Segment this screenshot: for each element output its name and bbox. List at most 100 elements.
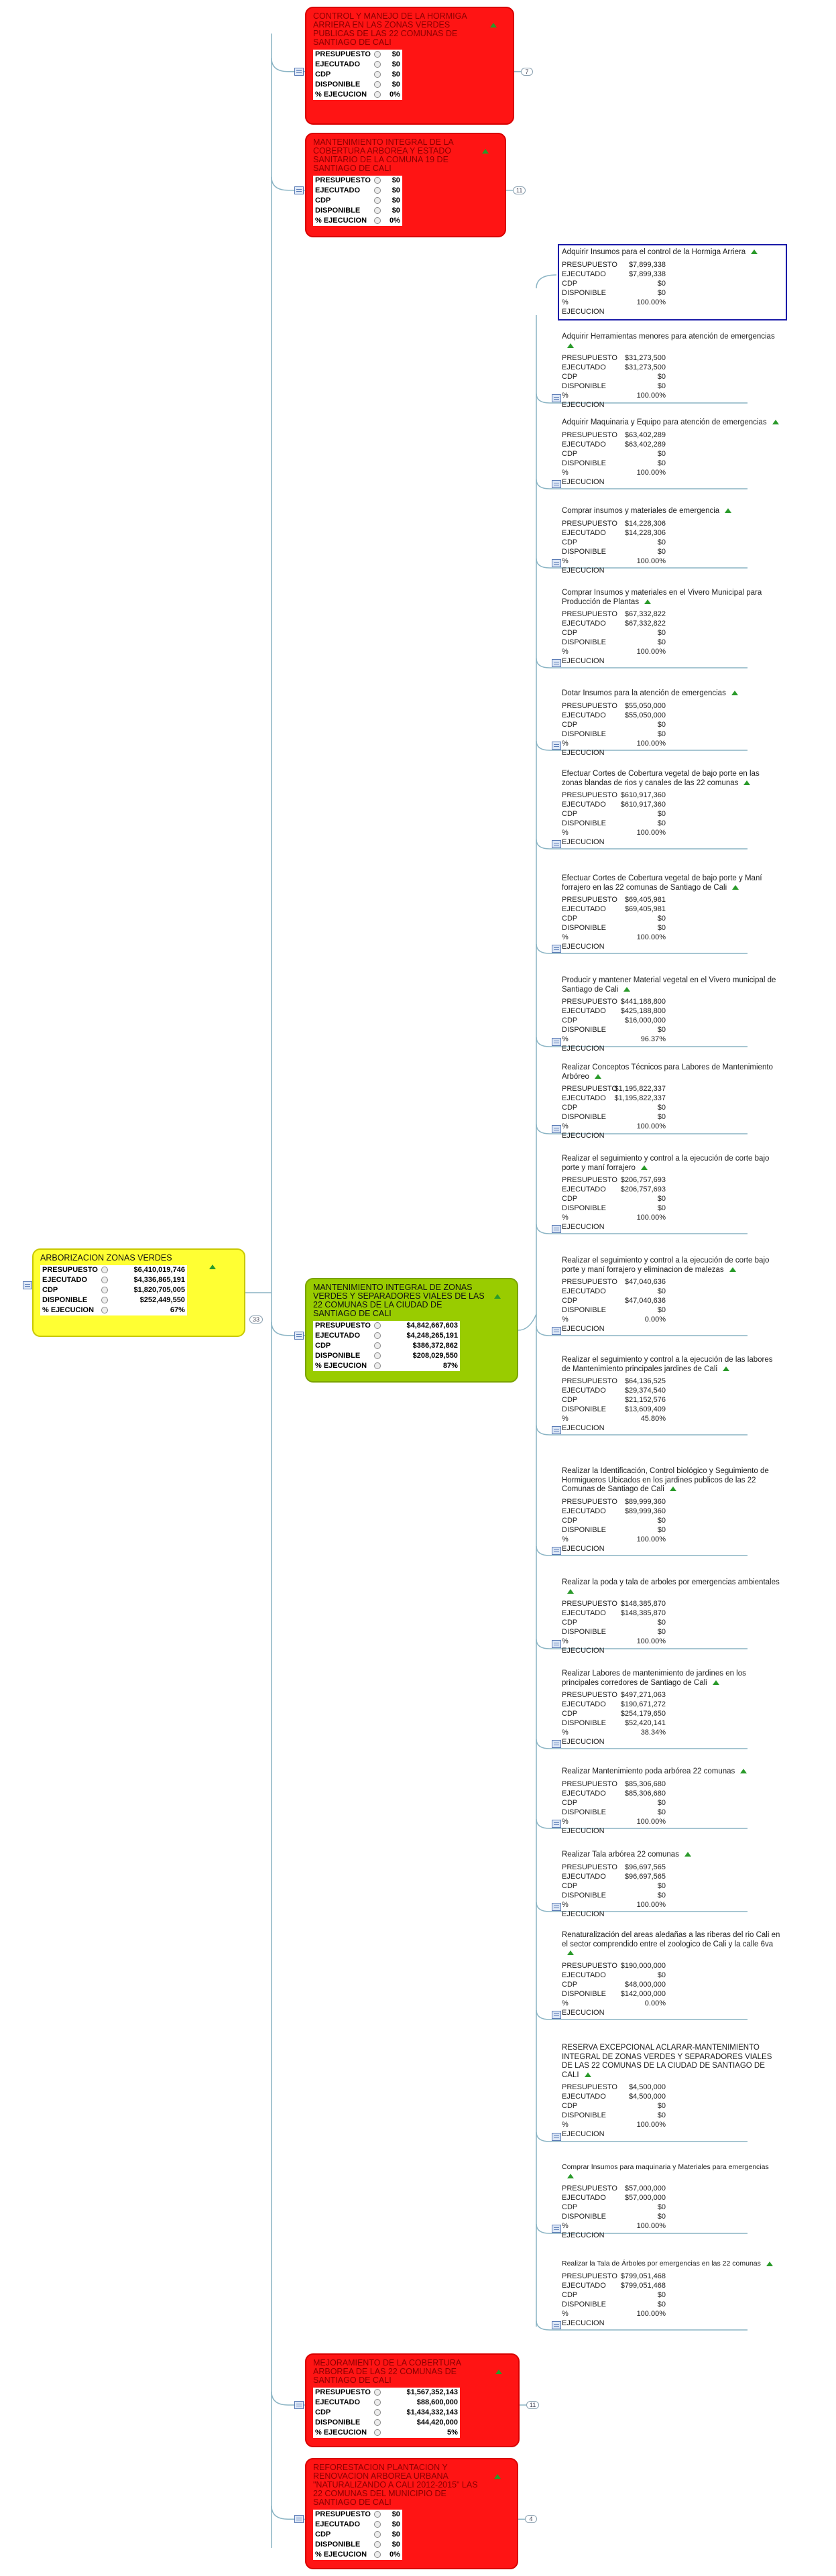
expand-up-icon[interactable] [594,1073,601,1079]
note-icon[interactable] [552,1547,561,1555]
leaf-activity[interactable]: Adquirir Maquinaria y Equipo para atenci… [562,418,783,487]
status-icon [373,2540,382,2550]
leaf-activity[interactable]: Comprar Insumos para maquinaria y Materi… [562,2163,783,2240]
expand-up-icon[interactable] [684,1852,691,1857]
leaf-activity[interactable]: RESERVA EXCEPCIONAL ACLARAR-MANTENIMIENT… [562,2044,783,2139]
expand-up-icon[interactable] [743,780,751,785]
connector [536,1545,748,1556]
leaf-activity[interactable]: Efectuar Cortes de Cobertura vegetal de … [562,770,783,847]
expand-up-icon[interactable] [644,599,652,604]
branch-comuna-19[interactable]: MANTENIMIENTO INTEGRAL DE LA COBERTURA A… [305,133,506,237]
leaf-activity[interactable]: Renaturalización del areas aledañas a la… [562,1931,783,2017]
note-icon[interactable] [552,1820,561,1828]
note-icon[interactable] [294,2401,304,2409]
collapsed-count-badge[interactable]: 11 [513,186,526,194]
leaf-activity[interactable]: Realizar la Identificación, Control biol… [562,1467,783,1554]
expand-up-icon[interactable] [725,508,732,514]
expand-up-icon[interactable] [495,2369,502,2374]
branch-mejoramiento-cobertura[interactable]: MEJORAMIENTO DE LA COBERTURA ARBOREA DE … [305,2353,520,2447]
note-icon[interactable] [552,1740,561,1748]
note-icon[interactable] [294,1331,304,1340]
collapsed-count-badge[interactable]: 11 [526,2401,540,2409]
note-icon[interactable] [552,945,561,953]
leaf-budget-value: $21,152,576 [624,1396,666,1404]
note-icon[interactable] [552,2133,561,2141]
expand-up-icon[interactable] [751,249,758,255]
expand-up-icon[interactable] [766,2261,773,2266]
expand-up-icon[interactable] [640,1165,648,1170]
note-icon[interactable] [23,1281,32,1289]
expand-up-icon[interactable] [567,2174,574,2179]
note-icon[interactable] [552,1903,561,1911]
expand-up-icon[interactable] [584,2072,591,2077]
budget-row: EJECUTADO$0 [313,60,402,70]
leaf-activity[interactable]: Realizar el seguimiento y control a la e… [562,1155,783,1232]
expand-up-icon[interactable] [712,1680,719,1685]
leaf-budget-label: PRESUPUESTO [562,2083,617,2091]
branch-reforestacion[interactable]: REFORESTACION PLANTACION Y RENOVACION AR… [305,2458,518,2569]
expand-up-icon[interactable] [669,1486,676,1492]
leaf-activity[interactable]: Efectuar Cortes de Cobertura vegetal de … [562,874,783,951]
note-icon[interactable] [552,1225,561,1233]
leaf-activity[interactable]: Comprar insumos y materiales de emergenc… [562,507,783,575]
note-icon[interactable] [552,480,561,488]
expand-up-icon[interactable] [723,1366,730,1371]
expand-up-icon[interactable] [490,23,497,27]
leaf-activity[interactable]: Dotar Insumos para la atención de emerge… [562,689,783,758]
leaf-activity[interactable]: Realizar la poda y tala de arboles por e… [562,1578,783,1655]
expand-up-icon[interactable] [729,1267,736,1272]
expand-up-icon[interactable] [623,986,631,992]
note-icon[interactable] [294,67,304,76]
expand-up-icon[interactable] [732,884,739,890]
leaf-budget-label: EJECUTADO [562,801,606,809]
branch-hormiga-arriera[interactable]: CONTROL Y MANEJO DE LA HORMIGA ARRIERA E… [305,7,514,125]
leaf-activity[interactable]: Realizar Conceptos Técnicos para Labores… [562,1063,783,1140]
note-icon[interactable] [552,742,561,750]
leaf-activity[interactable]: Realizar el seguimiento y control a la e… [562,1256,783,1334]
leaf-activity[interactable]: Realizar Mantenimiento poda arbórea 22 c… [562,1767,783,1836]
note-icon[interactable] [552,1327,561,1335]
leaf-budget-label: PRESUPUESTO [562,896,617,904]
note-icon[interactable] [552,2321,561,2329]
note-icon[interactable] [552,394,561,402]
leaf-activity[interactable]: Realizar el seguimiento y control a la e… [562,1356,783,1433]
leaf-activity[interactable]: Realizar Labores de mantenimiento de jar… [562,1670,783,1747]
note-icon[interactable] [552,2011,561,2019]
expand-up-icon[interactable] [209,1265,216,1269]
expand-up-icon[interactable] [567,1588,574,1594]
expand-up-icon[interactable] [772,420,779,425]
expand-up-icon[interactable] [494,2474,501,2479]
note-icon[interactable] [552,1640,561,1648]
branch-mantenimiento-integral[interactable]: MANTENIMIENTO INTEGRAL DE ZONAS VERDES Y… [305,1278,518,1383]
expand-up-icon[interactable] [731,691,738,696]
note-icon[interactable] [552,1426,561,1434]
expand-up-icon[interactable] [567,343,574,348]
leaf-activity[interactable]: Adquirir Herramientas menores para atenc… [562,333,783,410]
note-icon[interactable] [552,659,561,667]
expand-up-icon[interactable] [567,1950,574,1956]
collapsed-count-badge[interactable]: 33 [249,1315,263,1324]
leaf-activity[interactable]: Comprar Insumos y materiales en el Viver… [562,589,783,666]
leaf-activity[interactable]: Adquirir Insumos para el control de la H… [558,244,787,320]
leaf-activity[interactable]: Producir y mantener Material vegetal en … [562,976,783,1053]
leaf-budget-label: CDP [562,2203,578,2211]
leaf-budget-value: $85,306,680 [624,1779,666,1788]
note-icon[interactable] [552,1038,561,1046]
collapsed-count-badge[interactable]: 4 [525,2515,537,2524]
expand-up-icon[interactable] [740,1769,748,1774]
collapsed-count-badge[interactable]: 7 [521,67,533,76]
note-icon[interactable] [552,840,561,848]
note-icon[interactable] [294,2515,304,2524]
note-icon[interactable] [552,559,561,567]
note-icon[interactable] [294,186,304,194]
leaf-activity[interactable]: Realizar la Tala de Árboles por emergenc… [562,2260,783,2328]
leaf-budget-value: $48,000,000 [624,1980,666,1989]
leaf-budget-row: EJECUTADO$57,000,000 [562,2193,783,2203]
expand-up-icon[interactable] [482,149,489,154]
note-icon[interactable] [552,1125,561,1133]
note-icon[interactable] [552,2225,561,2233]
expand-up-icon[interactable] [494,1294,501,1299]
